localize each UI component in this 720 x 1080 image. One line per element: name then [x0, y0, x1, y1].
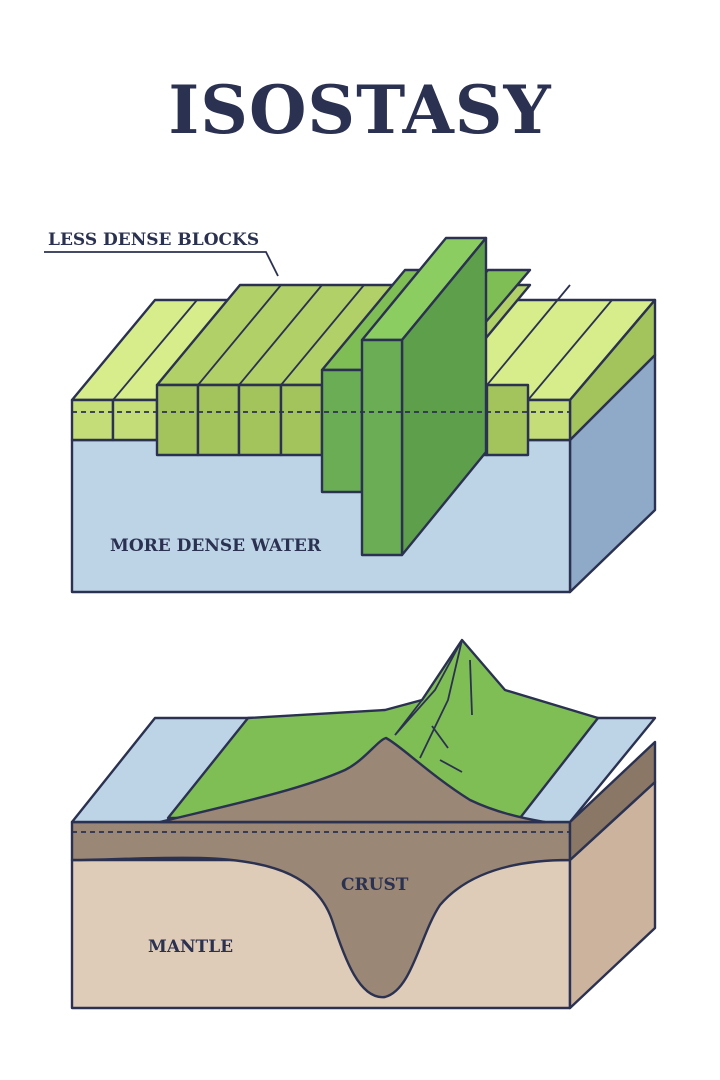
- crust-mantle-diagram: CRUST MANTLE: [70, 638, 657, 1010]
- tall-block-left-front: [320, 368, 364, 494]
- tallest-block-front: [360, 338, 404, 557]
- crust-exposed: [158, 736, 547, 824]
- crust-root: [70, 820, 572, 999]
- floating-blocks-diagram: LESS DENSE BLOCKS MORE DENSE WATER: [44, 230, 657, 594]
- block-1: [155, 383, 200, 457]
- block-2: [196, 383, 241, 457]
- crust-label: CRUST: [341, 875, 409, 895]
- water-label: MORE DENSE WATER: [110, 536, 322, 556]
- block-4: [279, 383, 324, 457]
- blocks-label: LESS DENSE BLOCKS: [48, 230, 259, 250]
- mantle-label: MANTLE: [148, 937, 233, 957]
- crust-side: [568, 740, 657, 862]
- block-3: [237, 383, 283, 457]
- block-6: [485, 383, 530, 457]
- diagram-title: ISOSTASY: [168, 71, 551, 149]
